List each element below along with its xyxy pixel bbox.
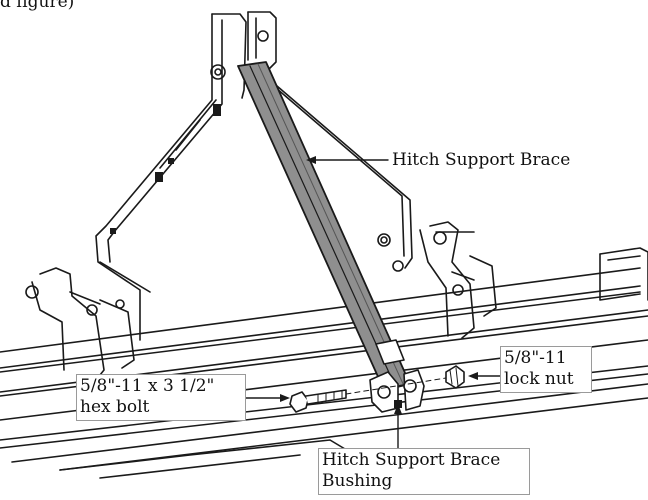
lock-nut-label-line2: lock nut [504,369,574,389]
top-cropped-text: d figure) [0,0,75,12]
hex-bolt-label-line1: 5/8"-11 x 3 1/2" [80,376,215,396]
bushing-clevis [369,369,425,413]
right-mast-plate [210,11,413,272]
lock-nut-callout: 5/8"-11 lock nut [500,346,592,393]
bolt-axis-dashed [345,377,447,395]
bushing-label-line1: Hitch Support Brace [322,450,501,470]
bushing-callout: Hitch Support Brace Bushing [318,448,530,495]
right-lower-brackets [419,221,497,339]
brace-label-text: Hitch Support Brace [392,150,571,170]
left-mast-plate [95,13,247,341]
bushing-label-line2: Bushing [322,471,393,491]
hex-bolt-callout: 5/8"-11 x 3 1/2" hex bolt [76,374,246,421]
hitch-support-brace [237,61,411,391]
lock-nut-label-line1: 5/8"-11 [504,348,567,368]
hex-bolt-label-line2: hex bolt [80,397,150,417]
hex-bolt [289,389,347,413]
leader-lines [243,156,501,449]
lock-nut [445,365,465,389]
brace-label: Hitch Support Brace [390,150,573,171]
left-lower-brackets [25,267,135,381]
